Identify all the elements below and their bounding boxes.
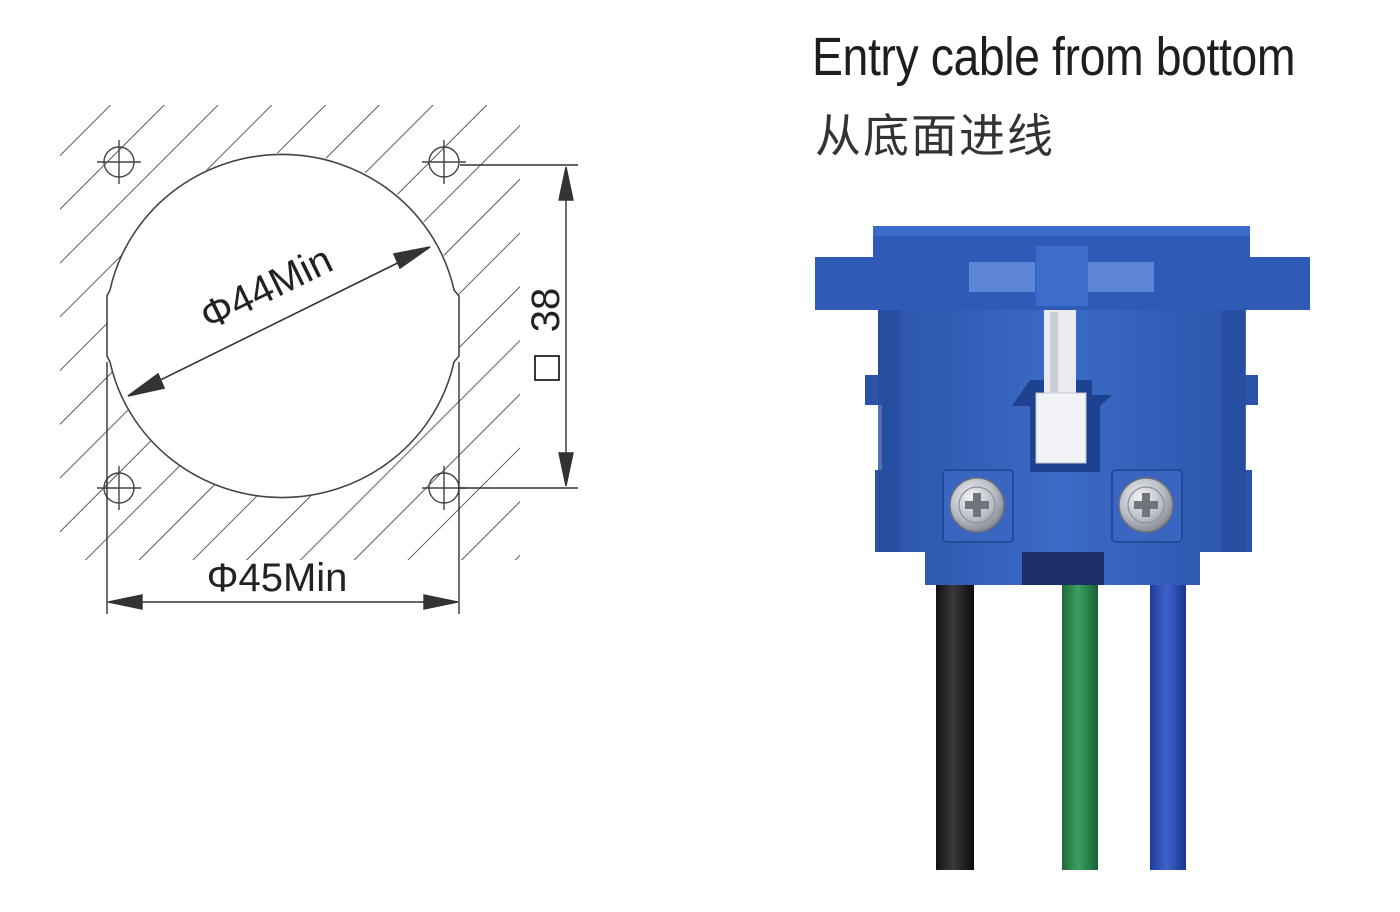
flange-top-edge <box>873 226 1250 236</box>
diameter-44-dimension <box>127 246 431 397</box>
release-lever <box>1044 310 1076 395</box>
release-lever-tip <box>1035 392 1087 464</box>
square-dimension <box>460 164 578 489</box>
title-chinese: 从底面进线 <box>815 109 1055 163</box>
bottom-cavity <box>1022 552 1104 585</box>
cutout-hole <box>106 153 460 499</box>
flange-latch <box>1036 246 1088 306</box>
mounting-hole-bl <box>97 466 141 510</box>
title-english: Entry cable from bottom <box>812 27 1296 87</box>
mounting-hole-tl <box>97 140 141 184</box>
body-shade-right <box>1222 310 1246 552</box>
flange-light-face-left <box>969 262 1035 292</box>
mounting-hole-tr <box>422 140 466 184</box>
screw-left-icon <box>949 477 1005 533</box>
wire-blue <box>1150 585 1186 870</box>
release-lever-shadow <box>1050 312 1058 392</box>
square-value-label: 38 <box>524 288 568 333</box>
body-shade-left <box>878 310 900 552</box>
square-symbol-icon <box>534 355 560 381</box>
panel-cutout-drawing: 38 Φ44Min Φ45Min <box>60 105 578 614</box>
flange-light-face-right <box>1088 262 1154 292</box>
wire-black <box>936 585 974 870</box>
hatched-panel <box>60 105 520 560</box>
diameter-45-label: Φ45Min <box>207 556 348 600</box>
screw-right-icon <box>1118 477 1174 533</box>
wire-green <box>1062 585 1098 870</box>
diameter-45-dimension <box>106 362 460 614</box>
socket-illustration <box>815 226 1310 870</box>
